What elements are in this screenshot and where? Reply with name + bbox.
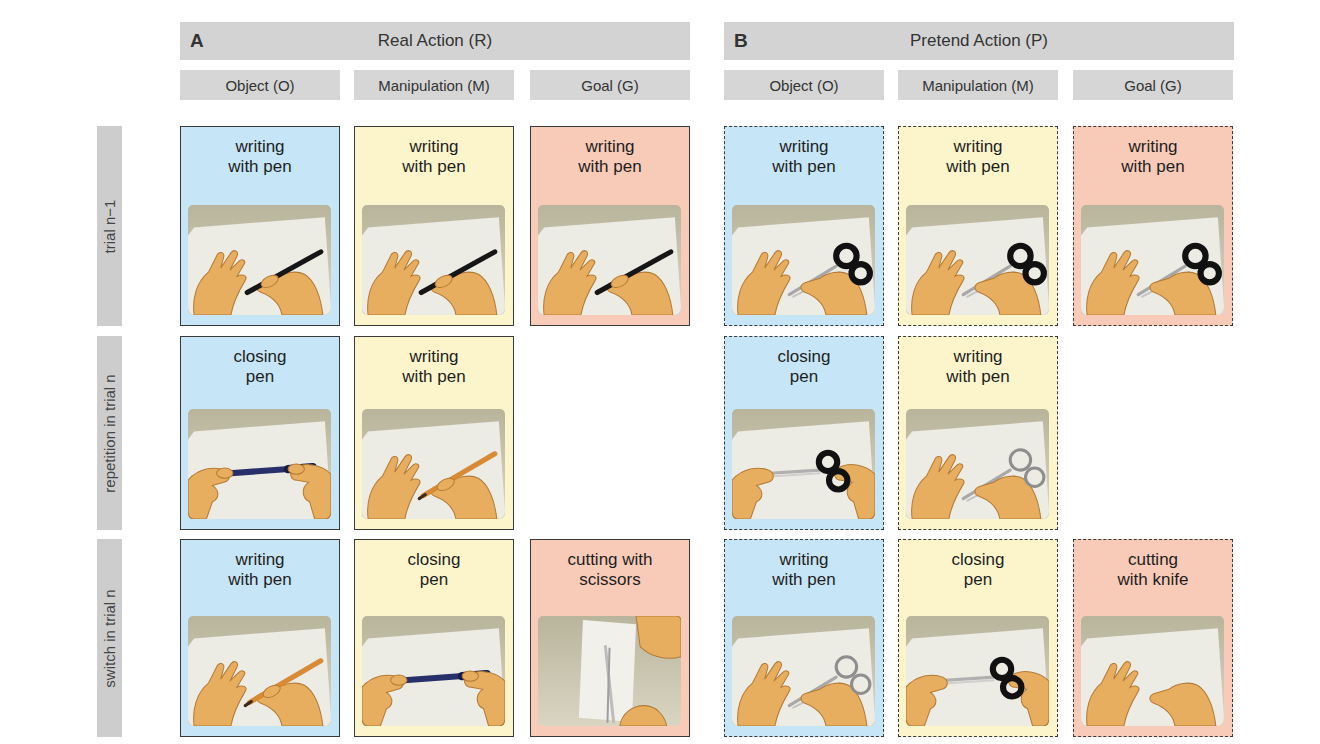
column-header: Manipulation (M) — [354, 70, 514, 100]
panel-title: Pretend Action (P) — [754, 31, 1224, 51]
action-photo — [362, 616, 505, 726]
action-photo — [732, 409, 875, 519]
column-header: Goal (G) — [1073, 70, 1233, 100]
header-band: BPretend Action (P) — [724, 22, 1234, 60]
row-label: repetition in trial n — [97, 336, 122, 530]
photo-drawing — [732, 409, 875, 519]
action-cell: writing with pen — [724, 539, 884, 737]
column-title: Goal (G) — [581, 77, 639, 94]
action-photo — [362, 205, 505, 315]
panel-letter: A — [190, 30, 210, 52]
action-label: writing with pen — [221, 550, 299, 591]
row-title: switch in trial n — [101, 589, 118, 687]
row-label: switch in trial n — [97, 539, 122, 737]
action-photo — [538, 205, 681, 315]
column-title: Object (O) — [769, 77, 838, 94]
photo-drawing — [1081, 205, 1224, 315]
panel-letter: B — [734, 30, 754, 52]
action-cell: closing pen — [898, 539, 1058, 737]
action-cell: writing with pen — [724, 126, 884, 326]
photo-drawing — [538, 205, 681, 315]
column-header: Object (O) — [724, 70, 884, 100]
action-photo — [188, 409, 331, 519]
photo-drawing — [906, 409, 1049, 519]
action-cell: closing pen — [724, 336, 884, 530]
action-label: writing with pen — [571, 137, 649, 178]
action-photo — [732, 616, 875, 726]
action-photo — [188, 205, 331, 315]
action-cell: writing with pen — [354, 126, 514, 326]
action-label: closing pen — [221, 347, 299, 388]
action-label: writing with pen — [765, 550, 843, 591]
row-title: trial n−1 — [101, 199, 118, 253]
action-cell: writing with pen — [898, 336, 1058, 530]
photo-drawing — [362, 616, 505, 726]
action-cell: writing with pen — [1073, 126, 1233, 326]
action-label: closing pen — [395, 550, 473, 591]
action-cell: cutting with knife — [1073, 539, 1233, 737]
action-cell: writing with pen — [180, 539, 340, 737]
column-header: Goal (G) — [530, 70, 690, 100]
action-label: cutting with knife — [1114, 550, 1192, 591]
action-photo — [906, 205, 1049, 315]
action-label: closing pen — [765, 347, 843, 388]
photo-drawing — [362, 409, 505, 519]
photo-drawing — [188, 205, 331, 315]
action-cell: writing with pen — [180, 126, 340, 326]
action-photo — [906, 409, 1049, 519]
action-photo — [906, 616, 1049, 726]
photo-drawing — [188, 616, 331, 726]
action-label: writing with pen — [395, 137, 473, 178]
action-cell: writing with pen — [530, 126, 690, 326]
action-label: cutting with scissors — [558, 550, 662, 591]
action-label: writing with pen — [395, 347, 473, 388]
action-cell: closing pen — [354, 539, 514, 737]
photo-drawing — [1081, 616, 1224, 726]
action-cell: cutting with scissors — [530, 539, 690, 737]
action-label: writing with pen — [939, 347, 1017, 388]
action-cell: writing with pen — [354, 336, 514, 530]
action-photo — [732, 205, 875, 315]
action-label: writing with pen — [765, 137, 843, 178]
action-photo — [538, 616, 681, 726]
photo-drawing — [732, 616, 875, 726]
photo-drawing — [906, 616, 1049, 726]
action-photo — [1081, 616, 1224, 726]
column-title: Object (O) — [225, 77, 294, 94]
header-band: AReal Action (R) — [180, 22, 690, 60]
action-label: writing with pen — [221, 137, 299, 178]
action-label: closing pen — [939, 550, 1017, 591]
photo-drawing — [732, 205, 875, 315]
column-title: Manipulation (M) — [922, 77, 1034, 94]
column-title: Goal (G) — [1124, 77, 1182, 94]
photo-drawing — [188, 409, 331, 519]
action-cell: closing pen — [180, 336, 340, 530]
row-label: trial n−1 — [97, 126, 122, 326]
action-cell: writing with pen — [898, 126, 1058, 326]
photo-drawing — [538, 616, 681, 726]
row-title: repetition in trial n — [101, 374, 118, 492]
action-label: writing with pen — [1114, 137, 1192, 178]
action-photo — [362, 409, 505, 519]
photo-drawing — [906, 205, 1049, 315]
panel-title: Real Action (R) — [210, 31, 680, 51]
column-header: Object (O) — [180, 70, 340, 100]
column-title: Manipulation (M) — [378, 77, 490, 94]
photo-drawing — [362, 205, 505, 315]
column-header: Manipulation (M) — [898, 70, 1058, 100]
action-label: writing with pen — [939, 137, 1017, 178]
action-photo — [1081, 205, 1224, 315]
action-photo — [188, 616, 331, 726]
